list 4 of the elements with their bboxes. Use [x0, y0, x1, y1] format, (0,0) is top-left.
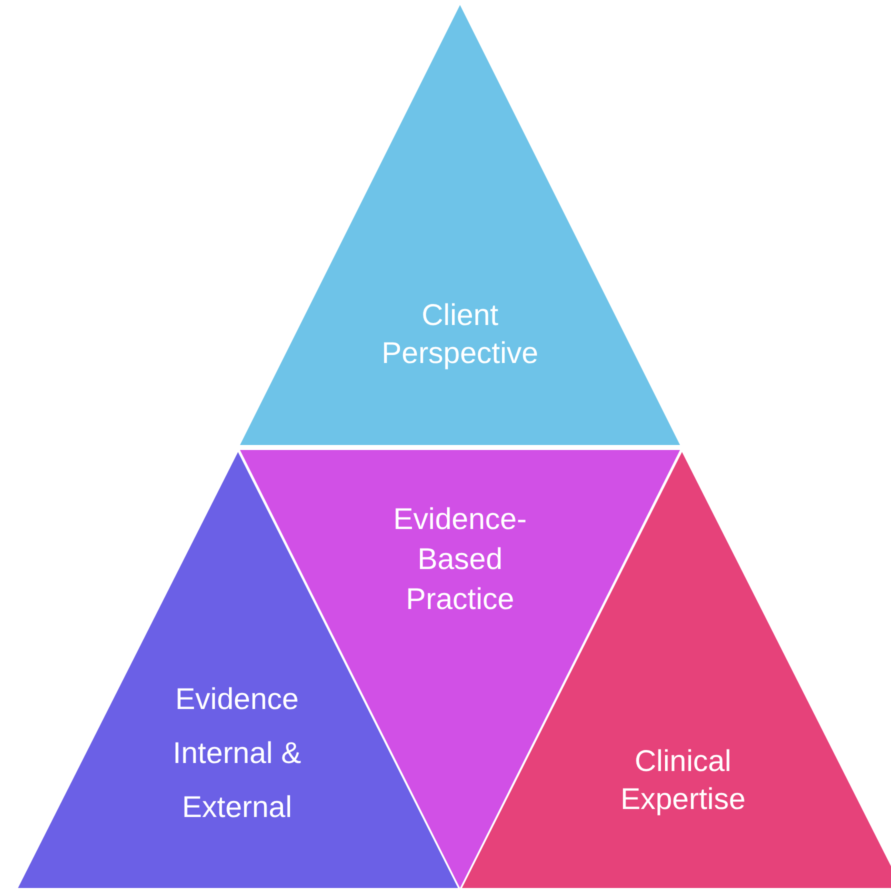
triangle-label: Client Perspective	[380, 298, 540, 372]
triangle-label: Evidence Internal & External	[172, 682, 302, 826]
triangle-label: Clinical Expertise	[619, 744, 747, 818]
triangle-label: Evidence- Based Practice	[392, 502, 528, 618]
